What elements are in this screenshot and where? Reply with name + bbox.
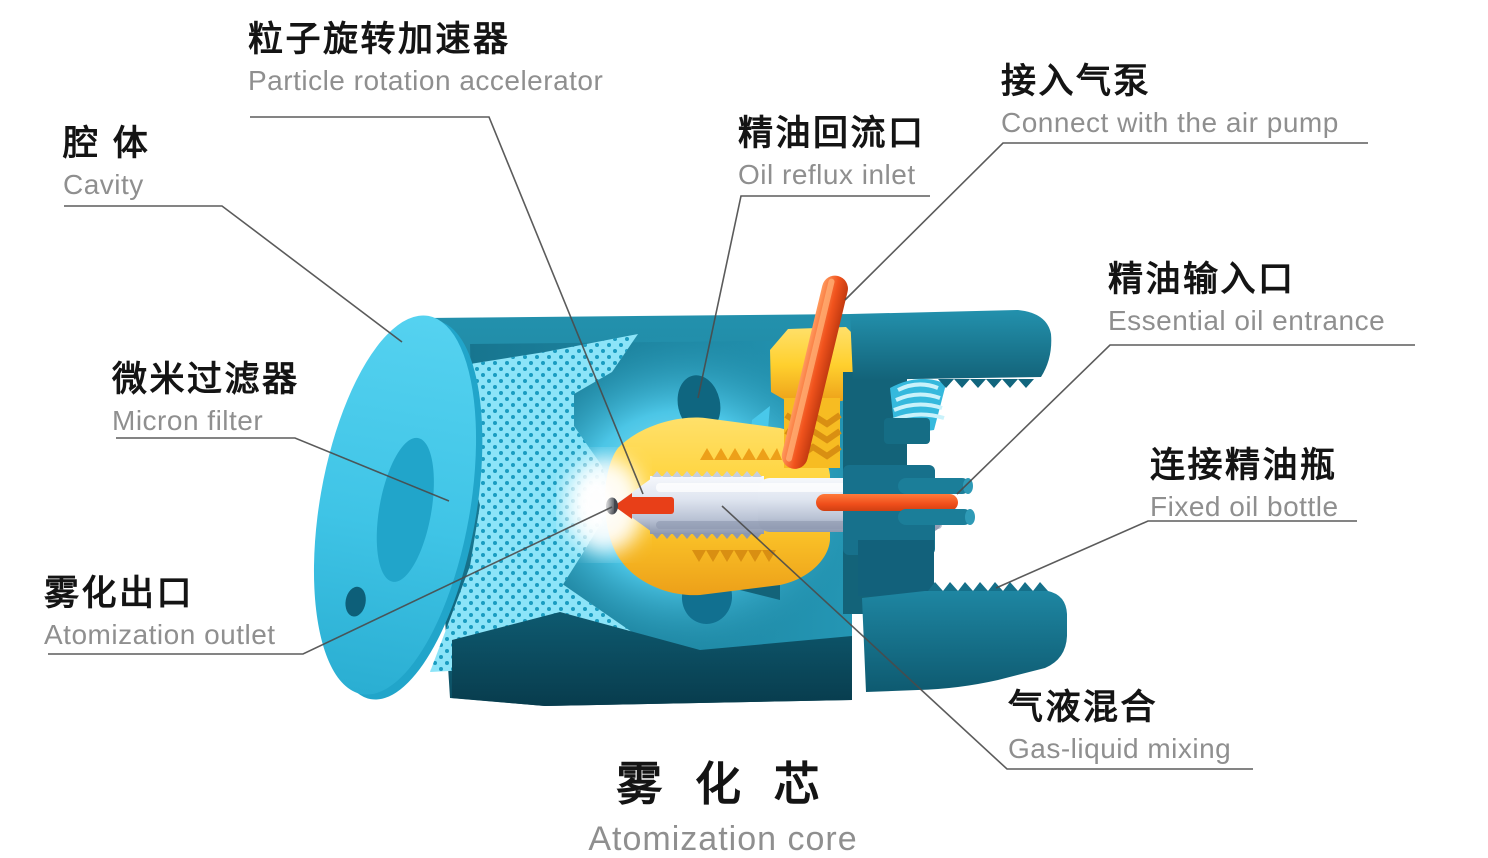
bottom-arm <box>862 591 1067 692</box>
bottle-connector <box>816 310 1067 692</box>
label-cavity-en: Cavity <box>63 169 144 201</box>
callout-micron-filter <box>116 437 450 502</box>
title-zh: 雾 化 芯 <box>616 758 830 810</box>
bottom-arm-threads <box>928 582 1048 591</box>
air-pump-tube <box>781 275 848 469</box>
label-outlet-zh: 雾化出口 <box>44 574 195 613</box>
oil-entrance-tube <box>816 494 958 511</box>
callout-oil-entrance <box>956 344 1415 495</box>
body-bottom-shadow <box>452 612 852 706</box>
label-airpump-zh: 接入气泵 <box>1001 62 1152 101</box>
label-particle-en: Particle rotation accelerator <box>248 65 604 97</box>
label-airpump-en: Connect with the air pump <box>1001 107 1339 139</box>
callout-cavity <box>64 205 403 343</box>
label-mixing-en: Gas-liquid mixing <box>1008 733 1232 765</box>
label-reflux-en: Oil reflux inlet <box>738 159 916 191</box>
label-essential-oil-entrance: 精油输入口 Essential oil entrance <box>1108 260 1385 338</box>
label-cavity: 腔 体 Cavity <box>63 124 150 202</box>
disc-small-hole <box>345 586 366 617</box>
label-reflux-zh: 精油回流口 <box>738 114 926 153</box>
label-fixed-oil-bottle: 连接精油瓶 Fixed oil bottle <box>1150 446 1339 524</box>
label-bottle-en: Fixed oil bottle <box>1150 491 1339 523</box>
label-particle-zh: 粒子旋转加速器 <box>248 20 511 59</box>
label-filter-en: Micron filter <box>112 405 264 437</box>
label-entrance-en: Essential oil entrance <box>1108 305 1386 337</box>
label-cavity-zh: 腔 体 <box>63 124 151 163</box>
callout-atomization-outlet <box>48 506 613 655</box>
label-oil-reflux-inlet: 精油回流口 Oil reflux inlet <box>738 114 926 192</box>
callout-particle-accelerator <box>250 116 644 495</box>
front-disc <box>313 315 483 700</box>
title-en: Atomization core <box>588 820 858 858</box>
callout-air-pump <box>844 142 1368 301</box>
callout-oil-bottle <box>995 520 1357 589</box>
oil-return-tube <box>628 497 674 514</box>
label-atomization-outlet: 雾化出口 Atomization outlet <box>44 574 276 652</box>
label-connect-air-pump: 接入气泵 Connect with the air pump <box>1001 62 1339 140</box>
diagram-title: 雾 化 芯 Atomization core <box>588 748 857 858</box>
label-bottle-zh: 连接精油瓶 <box>1150 446 1338 485</box>
label-outlet-en: Atomization outlet <box>44 619 276 651</box>
top-arm-threads <box>938 379 1034 388</box>
label-entrance-zh: 精油输入口 <box>1108 260 1296 299</box>
top-arm <box>850 310 1052 380</box>
callout-lines <box>48 116 1415 770</box>
label-gas-liquid-mixing: 气液混合 Gas-liquid mixing <box>1008 688 1231 766</box>
callout-oil-reflux <box>697 195 930 399</box>
label-mixing-zh: 气液混合 <box>1008 688 1159 727</box>
label-particle-rotation-accelerator: 粒子旋转加速器 Particle rotation accelerator <box>248 20 603 98</box>
callout-gas-liquid <box>721 505 1253 770</box>
label-filter-zh: 微米过滤器 <box>112 360 300 399</box>
label-micron-filter: 微米过滤器 Micron filter <box>112 360 300 438</box>
